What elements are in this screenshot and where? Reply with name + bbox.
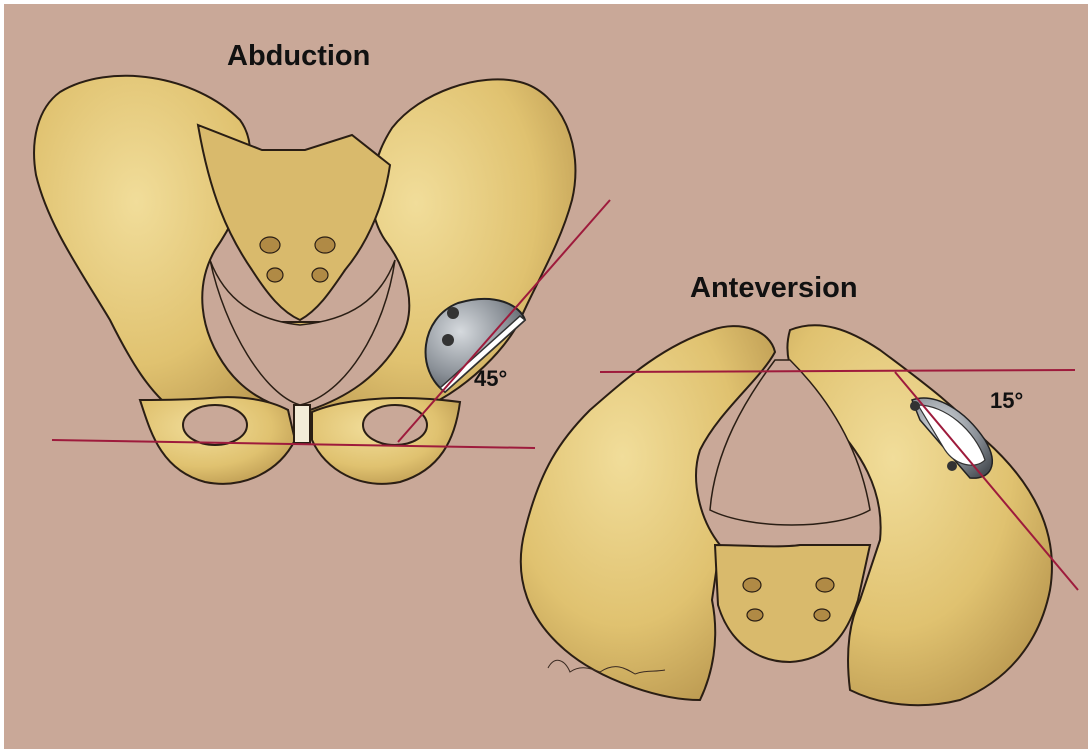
anteversion-title: Anteversion	[690, 272, 858, 305]
axial-sacrum	[715, 545, 870, 662]
anteversion-angle-label: 15°	[990, 388, 1023, 414]
abduction-angle-label: 45°	[474, 366, 507, 392]
abduction-title: Abduction	[227, 40, 370, 73]
right-obturator-foramen	[363, 405, 427, 445]
ap-pelvis	[34, 76, 575, 484]
pubic-symphysis	[294, 405, 310, 443]
axial-pelvis	[521, 325, 1052, 705]
left-obturator-foramen	[183, 405, 247, 445]
